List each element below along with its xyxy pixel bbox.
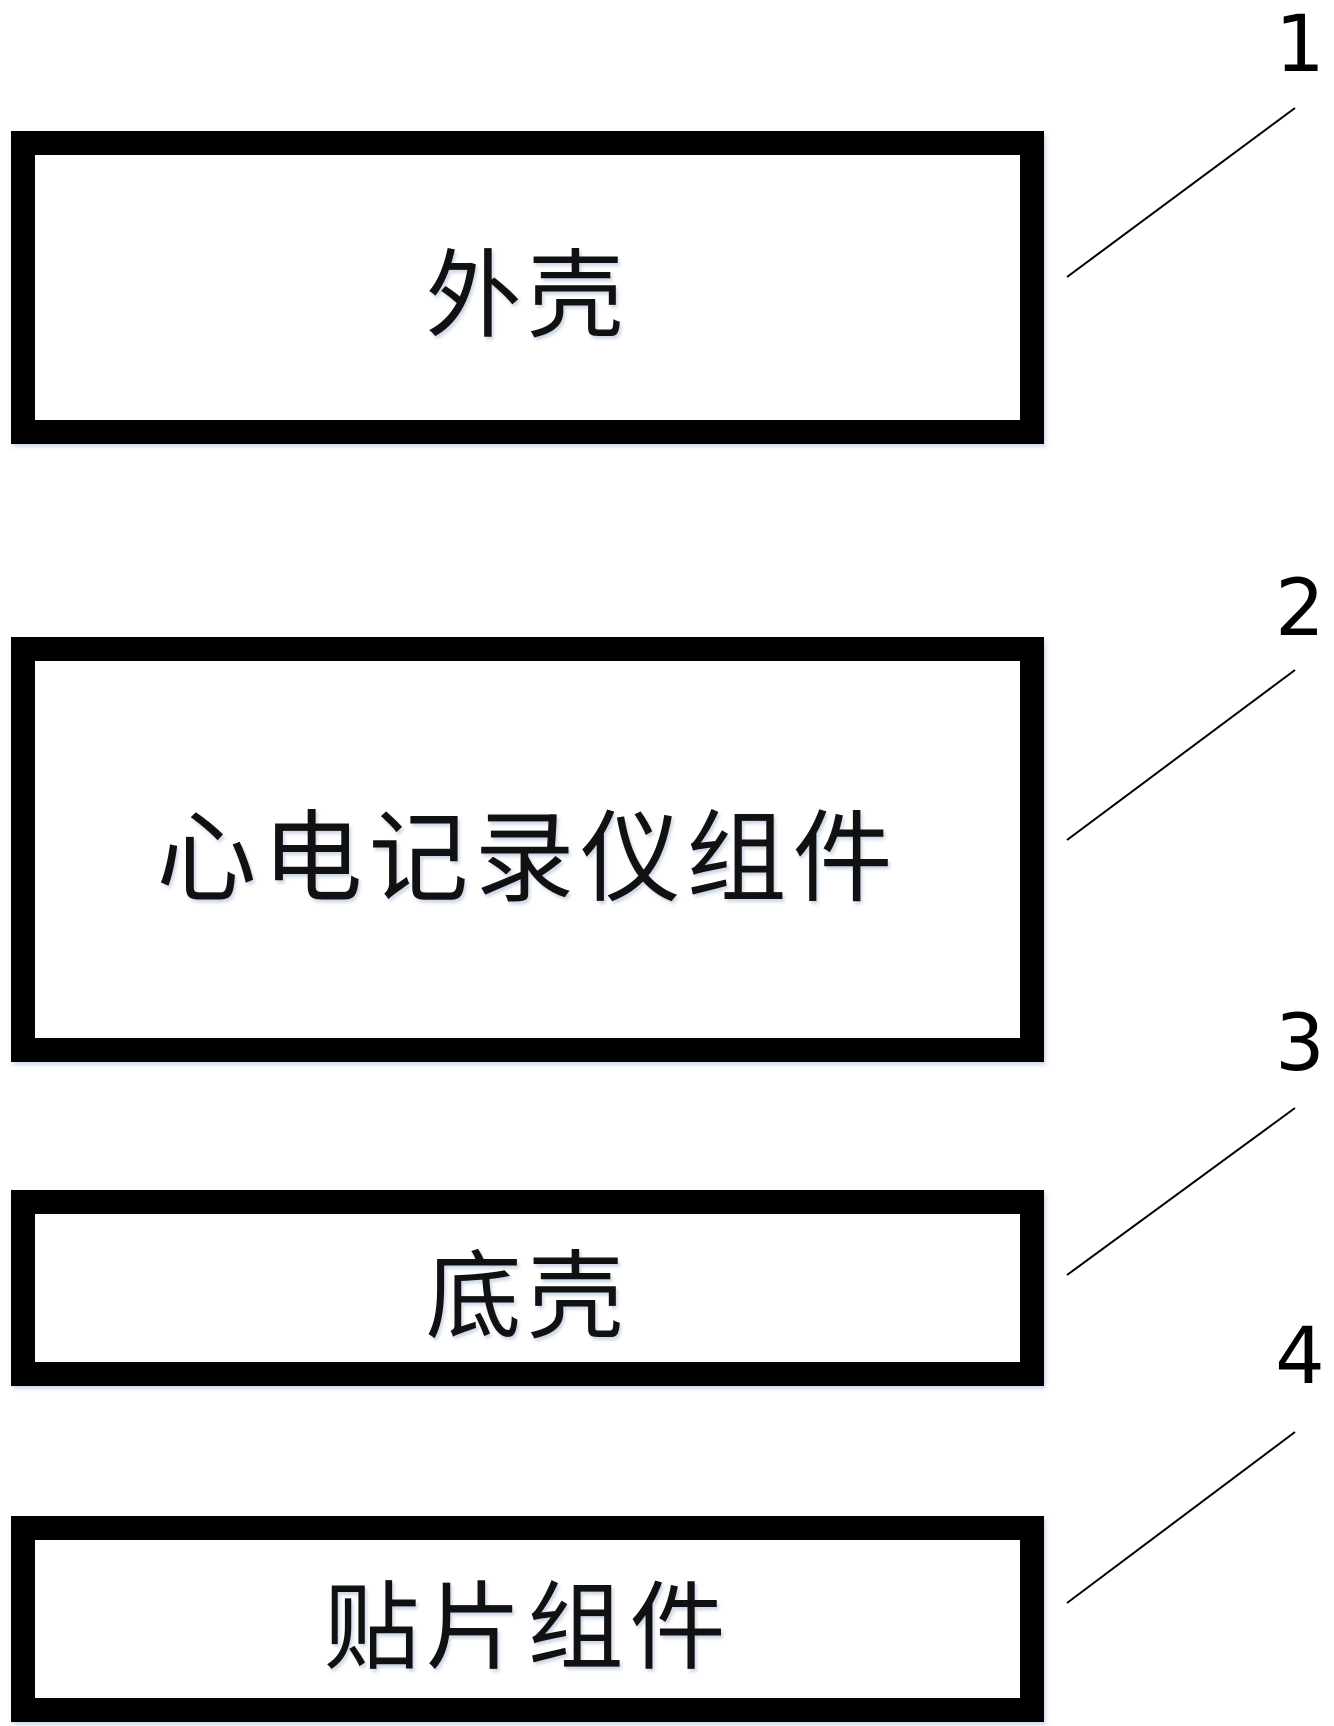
block-label-patch-assembly: 贴片组件 (323, 1571, 732, 1684)
leader-line-3 (1066, 1107, 1296, 1276)
block-bottom-shell: 底壳 (11, 1190, 1044, 1386)
block-label-bottom-shell: 底壳 (425, 1240, 630, 1353)
leader-line-1 (1066, 107, 1296, 278)
leader-line-2 (1066, 669, 1296, 841)
block-outer-shell: 外壳 (11, 131, 1044, 444)
block-label-ecg-recorder-assembly: 心电记录仪组件 (156, 800, 899, 917)
reference-number-4: 4 (1275, 1312, 1325, 1402)
leader-line-4 (1066, 1431, 1296, 1604)
reference-number-1: 1 (1275, 0, 1325, 90)
reference-number-3: 3 (1275, 999, 1325, 1089)
reference-number-2: 2 (1275, 564, 1325, 654)
block-label-outer-shell: 外壳 (425, 240, 630, 352)
block-patch-assembly: 贴片组件 (11, 1516, 1044, 1722)
block-ecg-recorder-assembly: 心电记录仪组件 (11, 637, 1044, 1062)
